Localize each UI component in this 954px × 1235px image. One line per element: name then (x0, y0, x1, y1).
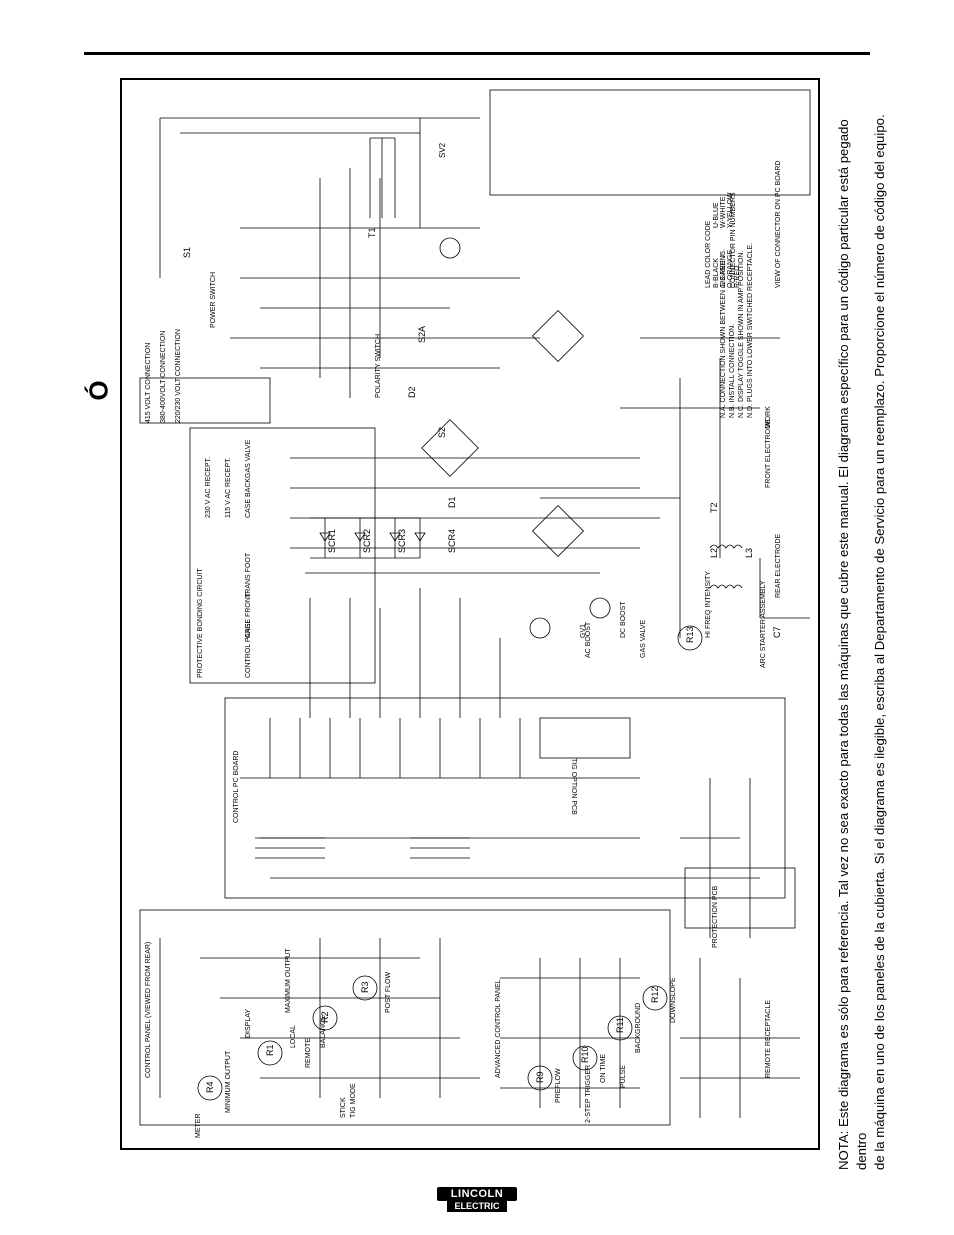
lead-color-3: R-RED (734, 266, 741, 288)
dc-boost-label: DC BOOST (620, 601, 627, 638)
downslope-label: DOWNSLOPE (670, 977, 677, 1023)
control-pc-board-title: CONTROL PC BOARD (233, 751, 240, 823)
local-label: LOCAL (290, 1025, 297, 1048)
tig-option-pcb-box (539, 717, 631, 759)
protection-pcb-box (684, 867, 796, 929)
nb-note-a: N.A. CONNECTION SHOWN BETWEEN J23 AND J5… (720, 249, 727, 418)
pulse-label: PULSE (620, 1065, 627, 1088)
lincoln-electric-logo: LINCOLN ELECTRIC (437, 1187, 517, 1213)
display-label: DISPLAY (245, 1009, 252, 1038)
s2a-label: S2A (417, 326, 427, 343)
connection-note-415: 415 VOLT CONNECTION (145, 343, 152, 423)
maximum-output-label: MAXIMUM OUTPUT (285, 948, 292, 1013)
legend-connector-title: CONNECTOR PIN NUMBERS (730, 192, 737, 288)
post-flow-label: POST FLOW (385, 972, 392, 1013)
protection-pcb-title: PROTECTION PCB (712, 885, 719, 948)
power-switch-label: POWER SWITCH (210, 272, 217, 328)
balance-label: BALANCE (320, 1015, 327, 1048)
scr4-label: SCR4 (447, 529, 457, 553)
control-panel-title: CONTROL PANEL (VIEWED FROM REAR) (145, 942, 152, 1078)
nb-note-d: N.D. PLUGS INTO LOWER SWITCHED RECEPTACL… (747, 243, 754, 418)
s2-label: S2 (437, 427, 447, 438)
r11-label: R11 (615, 1017, 625, 1033)
bonding-gas-valve: GAS VALVE (245, 439, 252, 478)
bonding-case-front: CASE FRONT (245, 592, 252, 638)
preflow-label: PREFLOW (555, 1068, 562, 1103)
reference-note: NOTA: Este diagrama es sólo para referen… (835, 80, 893, 1170)
meter-label: METER (195, 1114, 202, 1139)
front-electrode-label: FRONT ELECTRODE (765, 419, 772, 488)
on-time-label: ON TIME (600, 1054, 607, 1083)
bonding-trans-foot: TRANS FOOT (245, 552, 252, 598)
r12-label: R12 (650, 986, 660, 1003)
lead-color-4: U-BLUE (713, 202, 720, 228)
connection-note-220: 220/230 VOLT CONNECTION (175, 329, 182, 423)
sv2-label: SV2 (438, 142, 447, 158)
legend-view-title: VIEW OF CONNECTOR ON PC BOARD (775, 161, 782, 288)
scr1-label: SCR1 (327, 529, 337, 553)
r9-label: R9 (535, 1071, 545, 1083)
advanced-control-title: ADVANCED CONTROL PANEL (495, 979, 502, 1078)
gv1-label: GV1 (580, 624, 587, 638)
d1-label: D1 (447, 496, 457, 508)
t1-label: T1 (367, 227, 377, 238)
background-label: BACKGROUND (635, 1003, 642, 1053)
nb-note-b: N.B. INSTALL CONNECTION. (729, 324, 736, 418)
r4-label: R4 (205, 1081, 215, 1093)
protective-bonding-box (189, 427, 376, 684)
lead-color-2: O-ORANGE (727, 250, 734, 288)
control-pc-board-box (224, 697, 786, 899)
r10-label: R10 (580, 1046, 590, 1063)
legend-colors-title: LEAD COLOR CODE (705, 220, 712, 288)
r3-label: R3 (360, 981, 370, 993)
bonding-115v: 115 V AC RECEPT. (225, 457, 232, 518)
control-panel-box (139, 909, 671, 1126)
bonding-case-back: CASE BACK (245, 478, 252, 518)
protective-bonding-title: PROTECTIVE BONDING CIRCUIT (197, 568, 204, 678)
r13-label: R13 (685, 626, 695, 643)
header-rule (84, 52, 870, 55)
tig-mode-label: TIG MODE (350, 1083, 357, 1118)
l2-label: L2 (709, 548, 719, 558)
remote-label: REMOTE (305, 1038, 312, 1068)
work-label: WORK (765, 406, 772, 428)
lead-color-1: G-GREEN (720, 255, 727, 288)
note-line-1: NOTA: Este diagrama es sólo para referen… (836, 119, 869, 1170)
lead-color-0: B-BLACK (713, 258, 720, 288)
stick-label: STICK (340, 1097, 347, 1118)
minimum-output-label: MINIMUM OUTPUT (225, 1050, 232, 1113)
nb-note-c: N.C. DISPLAY TOGGLE SHOWN IN AMP POSITIO… (738, 251, 745, 418)
arc-starter-label: ARC STARTER ASSEMBLY (760, 580, 767, 668)
polarity-switch-label: POLARITY SWITCH (375, 334, 382, 398)
ac-boost-label: AC BOOST (585, 621, 592, 658)
t2-label: T2 (709, 502, 719, 513)
lead-color-5: W-WHITE (720, 196, 727, 228)
parts-list-box (489, 89, 811, 196)
tig-option-title: TIG OPTION PCB (570, 758, 577, 815)
diagram-frame (120, 78, 820, 1150)
scr3-label: SCR3 (397, 529, 407, 553)
connection-note-380: 380-400VOLT CONNECTION (160, 331, 167, 423)
scr2-label: SCR2 (362, 529, 372, 553)
r1-label: R1 (265, 1044, 275, 1056)
r2-label: R2 (320, 1011, 330, 1023)
connection-note-box (139, 377, 271, 424)
logo-bottom: ELECTRIC (447, 1200, 507, 1212)
l3-label: L3 (744, 548, 754, 558)
logo-top: LINCOLN (437, 1187, 517, 1201)
bonding-230v: 230 V AC RECEPT. (205, 457, 212, 518)
gas-valve-label: GAS VALVE (640, 619, 647, 658)
bonding-control-panel: CONTROL PANEL (245, 620, 252, 678)
c7-label: C7 (772, 626, 782, 638)
page-mark: Ó (83, 380, 114, 401)
two-step-trigger-label: 2-STEP TRIGGER (585, 1065, 592, 1123)
d2-label: D2 (407, 386, 417, 398)
lead-color-6: Y-YELLOW (727, 192, 734, 228)
s1-label: S1 (182, 247, 192, 258)
wiring-diagram: CONTROL PANEL (VIEWED FROM REAR) CONTROL… (139, 89, 811, 1139)
rear-electrode-label: REAR ELECTRODE (775, 533, 782, 598)
note-line-2: de la máquina en uno de los paneles de l… (872, 114, 887, 1170)
remote-receptacle-label: REMOTE RECEPTACLE (765, 1000, 772, 1078)
hi-freq-intensity-label: HI FREQ INTENSITY (705, 571, 712, 638)
